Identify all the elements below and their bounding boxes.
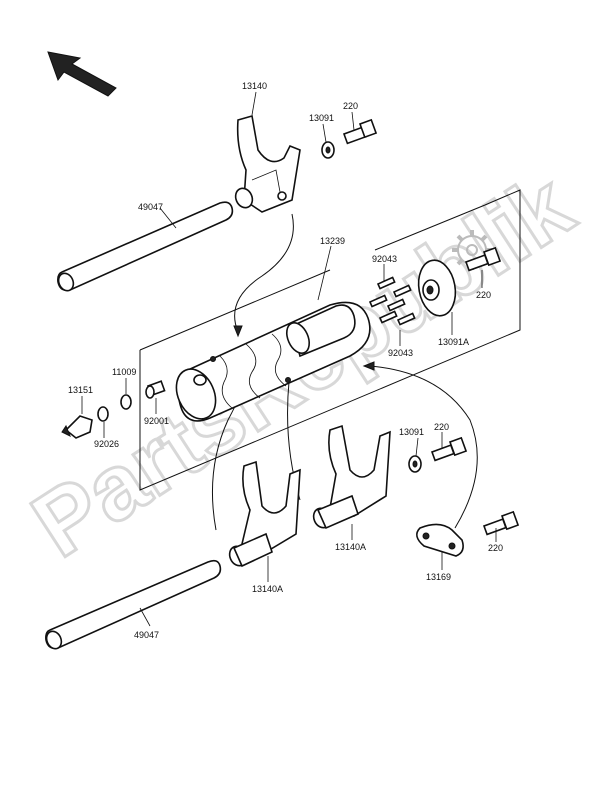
shift-fork-left bbox=[228, 460, 301, 568]
front-arrow-icon bbox=[47, 51, 117, 97]
leader-washer-mid bbox=[415, 437, 419, 457]
label-fork-mid: 13140A bbox=[335, 542, 366, 552]
label-pins-lower: 92043 bbox=[388, 348, 413, 358]
outline-top-edge-2 bbox=[374, 204, 486, 251]
drum-bracket bbox=[416, 523, 464, 557]
leader-shaft-top bbox=[159, 207, 177, 229]
label-bolt-cover: 220 bbox=[476, 290, 491, 300]
leader-bolt-top bbox=[351, 111, 355, 131]
shift-drum bbox=[175, 301, 371, 422]
label-bolt-mid: 220 bbox=[434, 422, 449, 432]
label-cover-plate: 13091A bbox=[438, 337, 469, 347]
label-washer-92026: 92026 bbox=[94, 439, 119, 449]
fork-shaft-bottom bbox=[45, 559, 222, 650]
label-switch: 13151 bbox=[68, 385, 93, 395]
drum-pins bbox=[368, 276, 416, 326]
label-fork-left: 13140A bbox=[252, 584, 283, 594]
drum-cover-plate bbox=[417, 259, 457, 317]
drum-plug bbox=[145, 380, 166, 399]
washer-top bbox=[321, 141, 335, 159]
pointer-bracket bbox=[369, 365, 478, 529]
leader-shaft-bottom bbox=[139, 607, 151, 627]
arrow-head bbox=[233, 325, 243, 338]
label-shaft-bottom: 49047 bbox=[134, 630, 159, 640]
shift-fork-top bbox=[234, 114, 301, 213]
drum-assembly-outline bbox=[139, 189, 521, 491]
bolt-bracket bbox=[482, 510, 520, 536]
label-fork-top: 13140 bbox=[242, 81, 267, 91]
shift-fork-mid bbox=[312, 424, 391, 530]
bolt-top bbox=[342, 118, 378, 145]
bolt-mid bbox=[430, 436, 468, 462]
label-drum: 13239 bbox=[320, 236, 345, 246]
arrow-head bbox=[362, 361, 375, 371]
label-o-ring: 11009 bbox=[112, 367, 136, 377]
label-washer-top: 13091 bbox=[309, 113, 334, 123]
leader-washer-top bbox=[322, 123, 327, 143]
label-pins-upper: 92043 bbox=[372, 254, 397, 264]
label-bracket: 13169 bbox=[426, 572, 451, 582]
label-washer-mid: 13091 bbox=[399, 427, 424, 437]
label-bolt-top: 220 bbox=[343, 101, 358, 111]
fork-shaft-top bbox=[57, 201, 234, 292]
neutral-switch bbox=[61, 415, 93, 439]
pointer-top-fork bbox=[234, 213, 294, 333]
washer-92026 bbox=[97, 406, 109, 422]
label-shaft-top: 49047 bbox=[138, 202, 163, 212]
bolt-cover bbox=[464, 246, 502, 272]
leader-fork-top bbox=[251, 91, 257, 116]
o-ring-11009 bbox=[120, 394, 132, 410]
label-bolt-bracket: 220 bbox=[488, 543, 503, 553]
leader-drum bbox=[317, 245, 332, 301]
washer-mid bbox=[408, 455, 422, 473]
label-plug: 92001 bbox=[144, 416, 169, 426]
